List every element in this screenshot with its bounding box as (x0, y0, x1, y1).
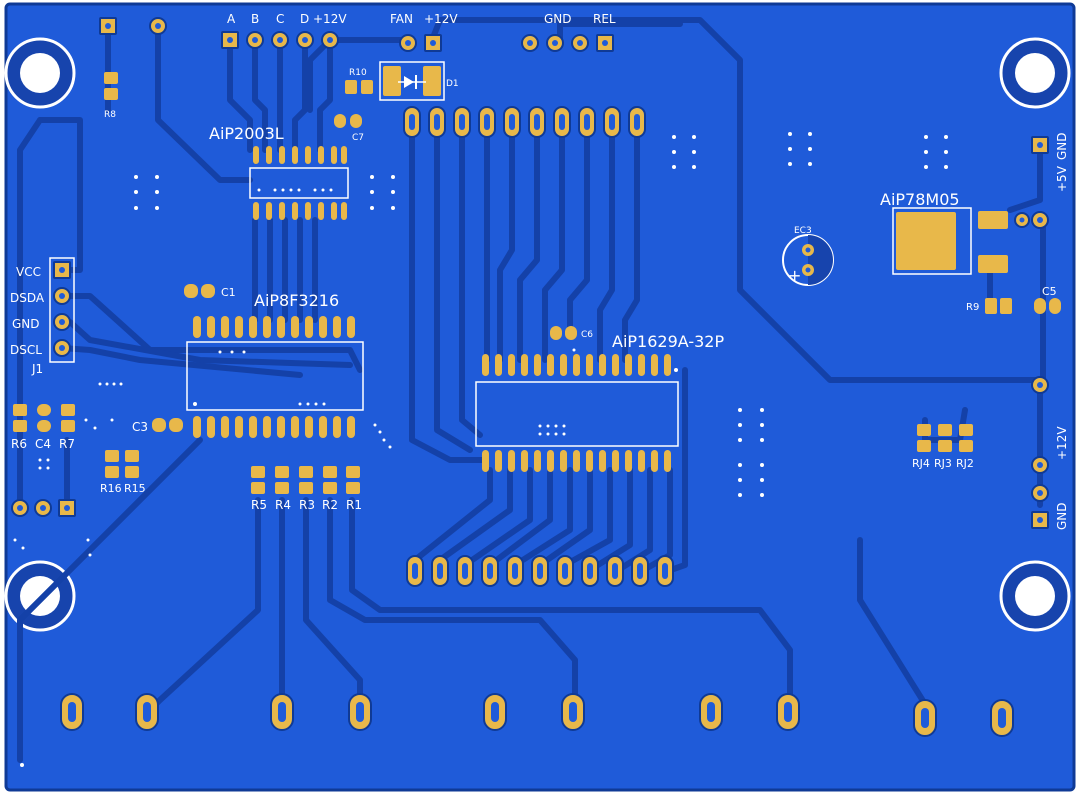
label-d1: D1 (446, 79, 459, 89)
label-rel: REL (593, 12, 616, 26)
label-c5: C5 (1042, 285, 1057, 298)
label-gnd-right-2: GND (1055, 502, 1069, 530)
aip2003l-outline (249, 167, 349, 199)
display-header-bottom (406, 555, 674, 587)
aip1629a-outline (475, 381, 679, 447)
label-c7: C7 (352, 133, 364, 143)
label-plus5v: +5V (1055, 165, 1069, 192)
label-plus12v-right: +12V (1055, 426, 1069, 460)
label-plus12v-top: +12V (313, 12, 347, 26)
label-r5: R5 (251, 498, 267, 512)
diode-d1 (379, 61, 445, 101)
label-a: A (227, 12, 236, 26)
vias (13, 132, 948, 767)
label-r1: R1 (346, 498, 362, 512)
label-b: B (251, 12, 259, 26)
label-r6: R6 (11, 437, 27, 451)
bottom-edge-pad-holes (68, 702, 1006, 728)
bottom-edge-pads (60, 693, 1014, 737)
mounting-hole-bottom-right-center (1015, 576, 1055, 616)
display-header-bottom-holes (412, 563, 668, 579)
label-r3: R3 (299, 498, 315, 512)
label-c1: C1 (221, 286, 236, 299)
aip8f3216-outline (186, 341, 364, 411)
chip-label-aip8f3216: AiP8F3216 (254, 291, 339, 310)
regulator-pads (896, 211, 1008, 273)
j1-outline (49, 257, 75, 363)
aip8f3216-pins (193, 316, 355, 438)
label-r15: R15 (124, 482, 146, 495)
chip-outlines (186, 167, 972, 447)
aip78m05-outline (892, 207, 972, 275)
label-ec3: EC3 (794, 226, 812, 236)
label-r4: R4 (275, 498, 291, 512)
smd-pads (13, 66, 1061, 494)
chip-label-aip78m05: AiP78M05 (880, 190, 960, 209)
label-fan: FAN (390, 12, 413, 26)
mounting-hole-top-right-center (1015, 53, 1055, 93)
aip2003l-pins (253, 146, 347, 220)
board-substrate (4, 2, 1076, 792)
label-r8: R8 (104, 110, 116, 120)
label-rj4: RJ4 (912, 457, 930, 470)
label-d: D (300, 12, 309, 26)
header-pin-holes (17, 23, 1043, 523)
label-r9: R9 (966, 302, 979, 313)
label-c3: C3 (132, 420, 148, 434)
label-rj2: RJ2 (956, 457, 974, 470)
label-gnd-top: GND (544, 12, 572, 26)
label-j1: J1 (31, 362, 43, 376)
regulator-tab (896, 212, 956, 270)
chip-label-aip2003l: AiP2003L (209, 124, 284, 143)
label-r16: R16 (100, 482, 122, 495)
label-c: C (276, 12, 284, 26)
label-rj3: RJ3 (934, 457, 952, 470)
label-r10: R10 (349, 68, 367, 78)
label-dscl: DSCL (10, 343, 42, 357)
label-gnd-right: GND (1055, 132, 1069, 160)
label-c4: C4 (35, 437, 51, 451)
capacitor-ec3 (782, 234, 834, 286)
label-r2: R2 (322, 498, 338, 512)
aip1629a-pins (482, 354, 671, 472)
label-vcc: VCC (16, 265, 41, 279)
label-r7: R7 (59, 437, 75, 451)
label-gnd-j1: GND (12, 317, 40, 331)
label-c6: C6 (581, 330, 593, 340)
display-header-top-holes (409, 114, 640, 130)
traces (17, 17, 1046, 763)
regulator-pin-1 (978, 211, 1008, 229)
label-fan-12v: +12V (424, 12, 458, 26)
label-dsda: DSDA (10, 291, 45, 305)
chip-label-aip1629a: AiP1629A-32P (612, 332, 724, 351)
mounting-hole-top-left-center (20, 53, 60, 93)
regulator-pin-2 (978, 255, 1008, 273)
label-ec3-plus: + (788, 266, 801, 285)
